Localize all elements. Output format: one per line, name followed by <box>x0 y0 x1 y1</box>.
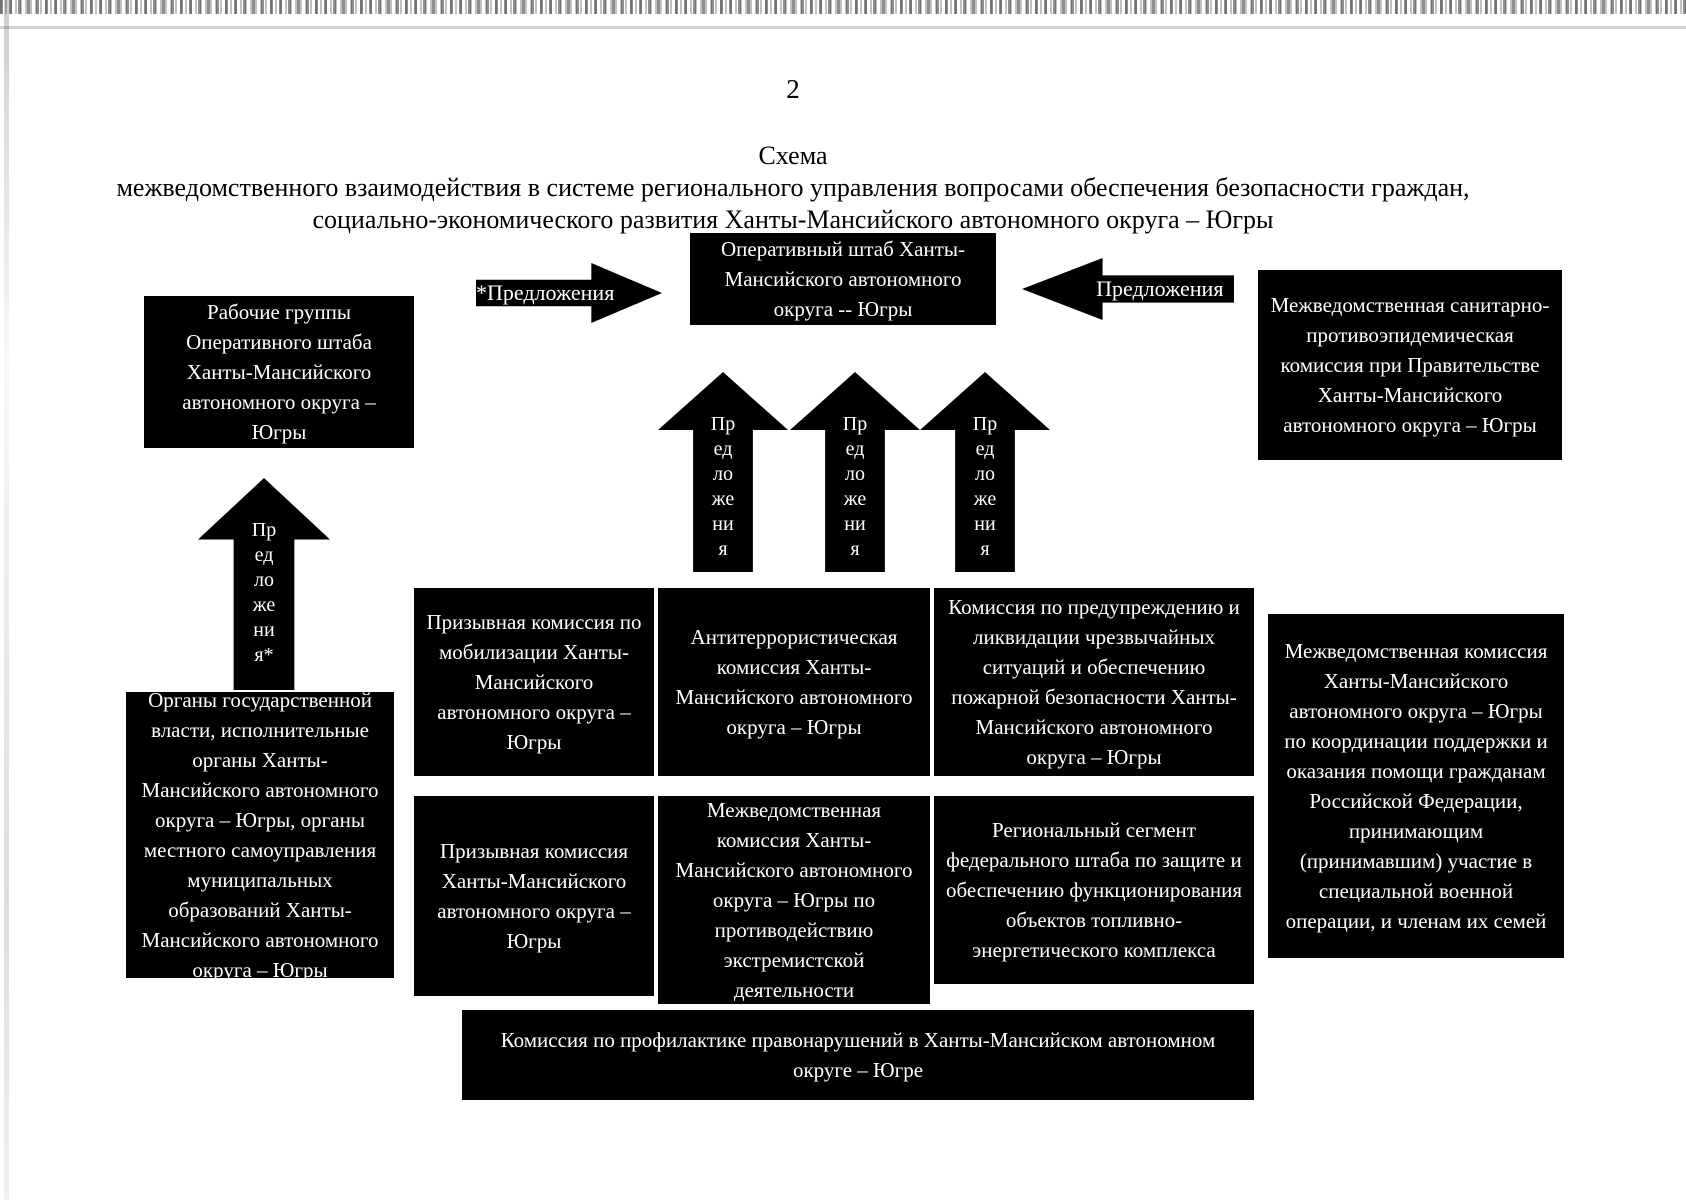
node-svo-support-commission[interactable]: Межведомственная комиссия Ханты-Мансийск… <box>1268 614 1564 958</box>
scan-artifact-top <box>0 0 1686 14</box>
node-mobilization-draft-commission[interactable]: Призывная комиссия по мобилизации Ханты-… <box>414 588 654 776</box>
arrow-proposals-up-starred-label: Пр ед ло же ни я* <box>251 519 277 666</box>
arrow-proposals-up-starred: Пр ед ло же ни я* <box>198 478 330 690</box>
node-draft-commission[interactable]: Призывная комиссия Ханты-Мансийского авт… <box>414 796 654 996</box>
arrow-proposals-up-2-label: Пр ед ло же ни я <box>842 413 868 560</box>
arrow-proposals-up-3: Пр ед ло же ни я <box>920 372 1050 572</box>
node-fuel-energy-regional-segment-label: Региональный сегмент федерального штаба … <box>946 818 1242 962</box>
node-operational-headquarters[interactable]: Оперативный штаб Ханты-Мансийского автон… <box>690 233 996 325</box>
arrow-proposals-left-label: *Предложения <box>476 280 615 305</box>
node-sanitary-antiepidemic-commission-label: Межведомственная санитарно-противоэпидем… <box>1270 293 1550 437</box>
arrow-proposals-up-2: Пр ед ло же ни я <box>790 372 920 572</box>
node-fuel-energy-regional-segment[interactable]: Региональный сегмент федерального штаба … <box>934 796 1254 984</box>
node-antiterrorist-commission-label: Антитеррористическая комиссия Ханты-Манс… <box>675 625 913 739</box>
arrow-proposals-left-to-hq: *Предложения <box>476 263 662 323</box>
scan-artifact-left-margin <box>4 0 9 1200</box>
node-svo-support-commission-label: Межведомственная комиссия Ханты-Мансийск… <box>1284 639 1548 933</box>
scan-artifact-line <box>0 26 1686 29</box>
node-emergency-fire-safety-commission-label: Комиссия по предупреждению и ликвидации … <box>948 595 1240 769</box>
page-number: 2 <box>786 74 800 104</box>
node-mobilization-draft-commission-label: Призывная комиссия по мобилизации Ханты-… <box>426 610 642 754</box>
document-title: Схема межведомственного взаимодействия в… <box>0 140 1586 236</box>
node-state-authorities[interactable]: Органы государственной власти, исполните… <box>126 688 394 982</box>
node-antiterrorist-commission[interactable]: Антитеррористическая комиссия Ханты-Манс… <box>658 588 930 776</box>
node-emergency-fire-safety-commission[interactable]: Комиссия по предупреждению и ликвидации … <box>934 588 1254 776</box>
arrow-proposals-up-3-label: Пр ед ло же ни я <box>972 413 998 560</box>
arrow-proposals-up-1: Пр ед ло же ни я <box>658 372 788 572</box>
node-operational-headquarters-label: Оперативный штаб Ханты-Мансийского автон… <box>720 237 966 321</box>
title-line-2: межведомственного взаимодействия в систе… <box>116 173 1470 202</box>
node-sanitary-antiepidemic-commission[interactable]: Межведомственная санитарно-противоэпидем… <box>1258 270 1562 460</box>
node-offense-prevention-commission[interactable]: Комиссия по профилактике правонарушений … <box>462 1010 1254 1100</box>
arrow-proposals-up-1-label: Пр ед ло же ни я <box>710 413 736 560</box>
node-working-groups[interactable]: Рабочие группы Оперативного штаба Ханты-… <box>144 296 414 448</box>
title-line-3: социально-экономического развития Ханты-… <box>312 205 1274 234</box>
node-working-groups-label: Рабочие группы Оперативного штаба Ханты-… <box>182 300 376 444</box>
node-state-authorities-label: Органы государственной власти, исполните… <box>141 688 379 982</box>
node-antiextremism-commission-label: Межведомственная комиссия Ханты-Мансийск… <box>675 798 913 1002</box>
arrow-proposals-right-to-hq: Предложения <box>1022 258 1234 320</box>
title-line-1: Схема <box>758 141 828 170</box>
node-offense-prevention-commission-label: Комиссия по профилактике правонарушений … <box>500 1028 1216 1082</box>
node-draft-commission-label: Призывная комиссия Ханты-Мансийского авт… <box>437 839 631 953</box>
arrow-proposals-right-label: Предложения <box>1096 276 1224 301</box>
node-antiextremism-commission[interactable]: Межведомственная комиссия Ханты-Мансийск… <box>658 796 930 1004</box>
